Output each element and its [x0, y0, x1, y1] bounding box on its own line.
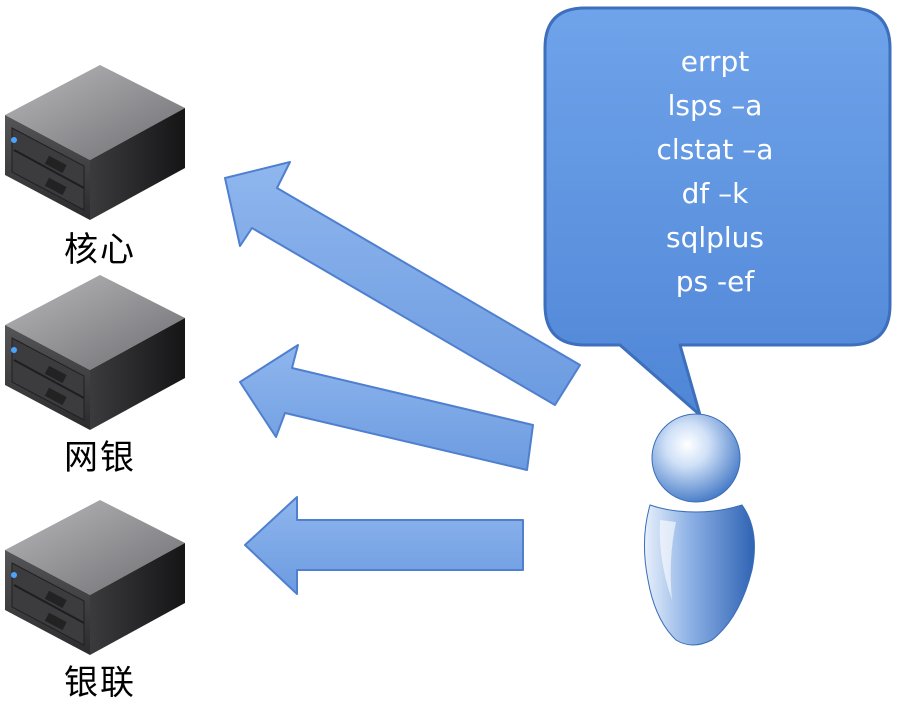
arrow-to-unionpay [244, 496, 524, 595]
server-unionpay-icon [0, 495, 190, 665]
command-line: clstat –a [656, 133, 774, 166]
command-line: errpt [680, 45, 750, 78]
arrow-to-ebank [239, 344, 534, 471]
server-label-unionpay: 银联 [64, 663, 136, 703]
server-ebank-icon [0, 270, 190, 440]
arrow-to-core [224, 161, 581, 406]
command-list: errpt lsps –a clstat –a df –k sqlplus ps… [560, 40, 870, 304]
command-line: df –k [681, 177, 749, 210]
speech-bubble-shape [543, 6, 892, 417]
person-head [651, 413, 741, 503]
command-line: lsps –a [667, 89, 763, 122]
server-label-ebank: 网银 [64, 438, 136, 478]
person-body-highlight [659, 520, 676, 600]
server-core-icon [0, 60, 190, 230]
server-label-core: 核心 [64, 230, 136, 270]
command-line: sqlplus [665, 221, 765, 254]
command-line: ps -ef [675, 265, 755, 298]
